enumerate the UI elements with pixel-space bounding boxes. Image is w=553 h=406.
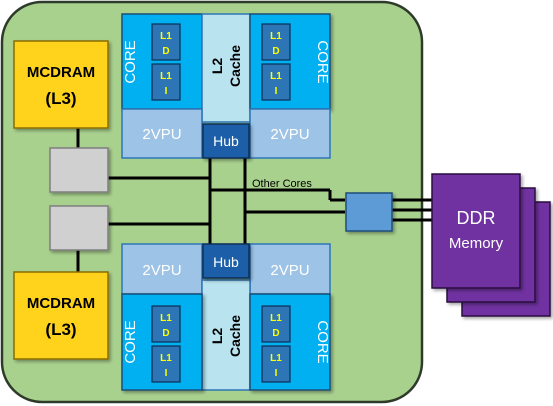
l1d-left-bottom-l1: L1 (160, 313, 172, 324)
l1d-right-bottom-l1: L1 (270, 313, 282, 324)
hub-bottom (202, 243, 250, 279)
l1i-right-top-i: I (275, 86, 278, 97)
l1d-right-top-l1: L1 (270, 31, 282, 42)
l1d-left-bottom-d: D (162, 328, 169, 339)
mcdram-top-label: MCDRAM (27, 64, 95, 81)
l2-cache-bottom-l2: L2 (209, 328, 225, 345)
l1i-right-top-l1: L1 (270, 71, 282, 82)
memory-controller (345, 192, 393, 232)
l1i-left-bottom-l1: L1 (160, 353, 172, 364)
other-cores-label: Other Cores (252, 178, 312, 190)
core-right-bottom-label: CORE (314, 320, 331, 363)
vpu-left-bottom (121, 243, 203, 295)
vpu-left-top-label: 2VPU (142, 126, 181, 143)
l1i-left-bottom-i: I (165, 368, 168, 379)
l1d-left-top-d: D (162, 46, 169, 57)
l2-cache-top (201, 13, 251, 123)
vpu-right-bottom-label: 2VPU (270, 262, 309, 279)
mcdram-bottom: MCDRAM (L3) (13, 271, 109, 360)
core-left-bottom-label: CORE (122, 320, 139, 363)
l1i-left-top-l1: L1 (160, 71, 172, 82)
l1d-left-top-l1: L1 (160, 31, 172, 42)
ddr-label: DDR (457, 208, 496, 228)
vpu-right-bottom (249, 243, 331, 295)
vpu-right-top (249, 108, 331, 159)
l2-cache-top-l2: L2 (209, 58, 225, 75)
vpu-left-bottom-label: 2VPU (142, 262, 181, 279)
l1d-right-bottom-d: D (272, 328, 279, 339)
l2-cache-top-cache: Cache (227, 45, 243, 87)
l1i-right-bottom (261, 345, 291, 383)
ddr-memory-label: Memory (449, 235, 504, 252)
mcdram-bottom-l3-label: (L3) (45, 320, 76, 339)
l1i-left-bottom (151, 345, 181, 383)
vpu-right-top-label: 2VPU (270, 126, 309, 143)
l1d-right-bottom (261, 305, 291, 343)
l1d-right-top-d: D (272, 46, 279, 57)
ddr-memory-stack: DDR Memory (431, 173, 551, 317)
hub-top-label: Hub (213, 133, 239, 149)
l1i-right-bottom-i: I (275, 368, 278, 379)
l1d-left-top (151, 23, 181, 61)
mcdram-controller-bottom (49, 205, 109, 251)
l2-cache-bottom-cache: Cache (227, 315, 243, 357)
vpu-left-top (121, 108, 203, 159)
mcdram-top: MCDRAM (L3) (13, 40, 109, 129)
tile-bottom: 2VPU 2VPU L2 Cache CORE L1 D L1 I CORE L… (121, 243, 331, 391)
l1d-left-bottom (151, 305, 181, 343)
tile-top: CORE L1 D L1 I L2 Cache CORE L1 D L1 I 2… (121, 13, 331, 159)
hub-bottom-label: Hub (213, 254, 239, 270)
core-left-top-label: CORE (122, 40, 139, 83)
mcdram-top-l3-label: (L3) (45, 89, 76, 108)
hub-top (202, 123, 250, 159)
l1d-right-top (261, 23, 291, 61)
core-right-top-label: CORE (314, 40, 331, 83)
l1i-right-top (261, 63, 291, 101)
mcdram-bottom-label: MCDRAM (27, 295, 95, 312)
l2-cache-bottom (201, 279, 251, 391)
mcdram-controller-top (49, 147, 109, 193)
l1i-left-top-i: I (165, 86, 168, 97)
l1i-left-top (151, 63, 181, 101)
l1i-right-bottom-l1: L1 (270, 353, 282, 364)
